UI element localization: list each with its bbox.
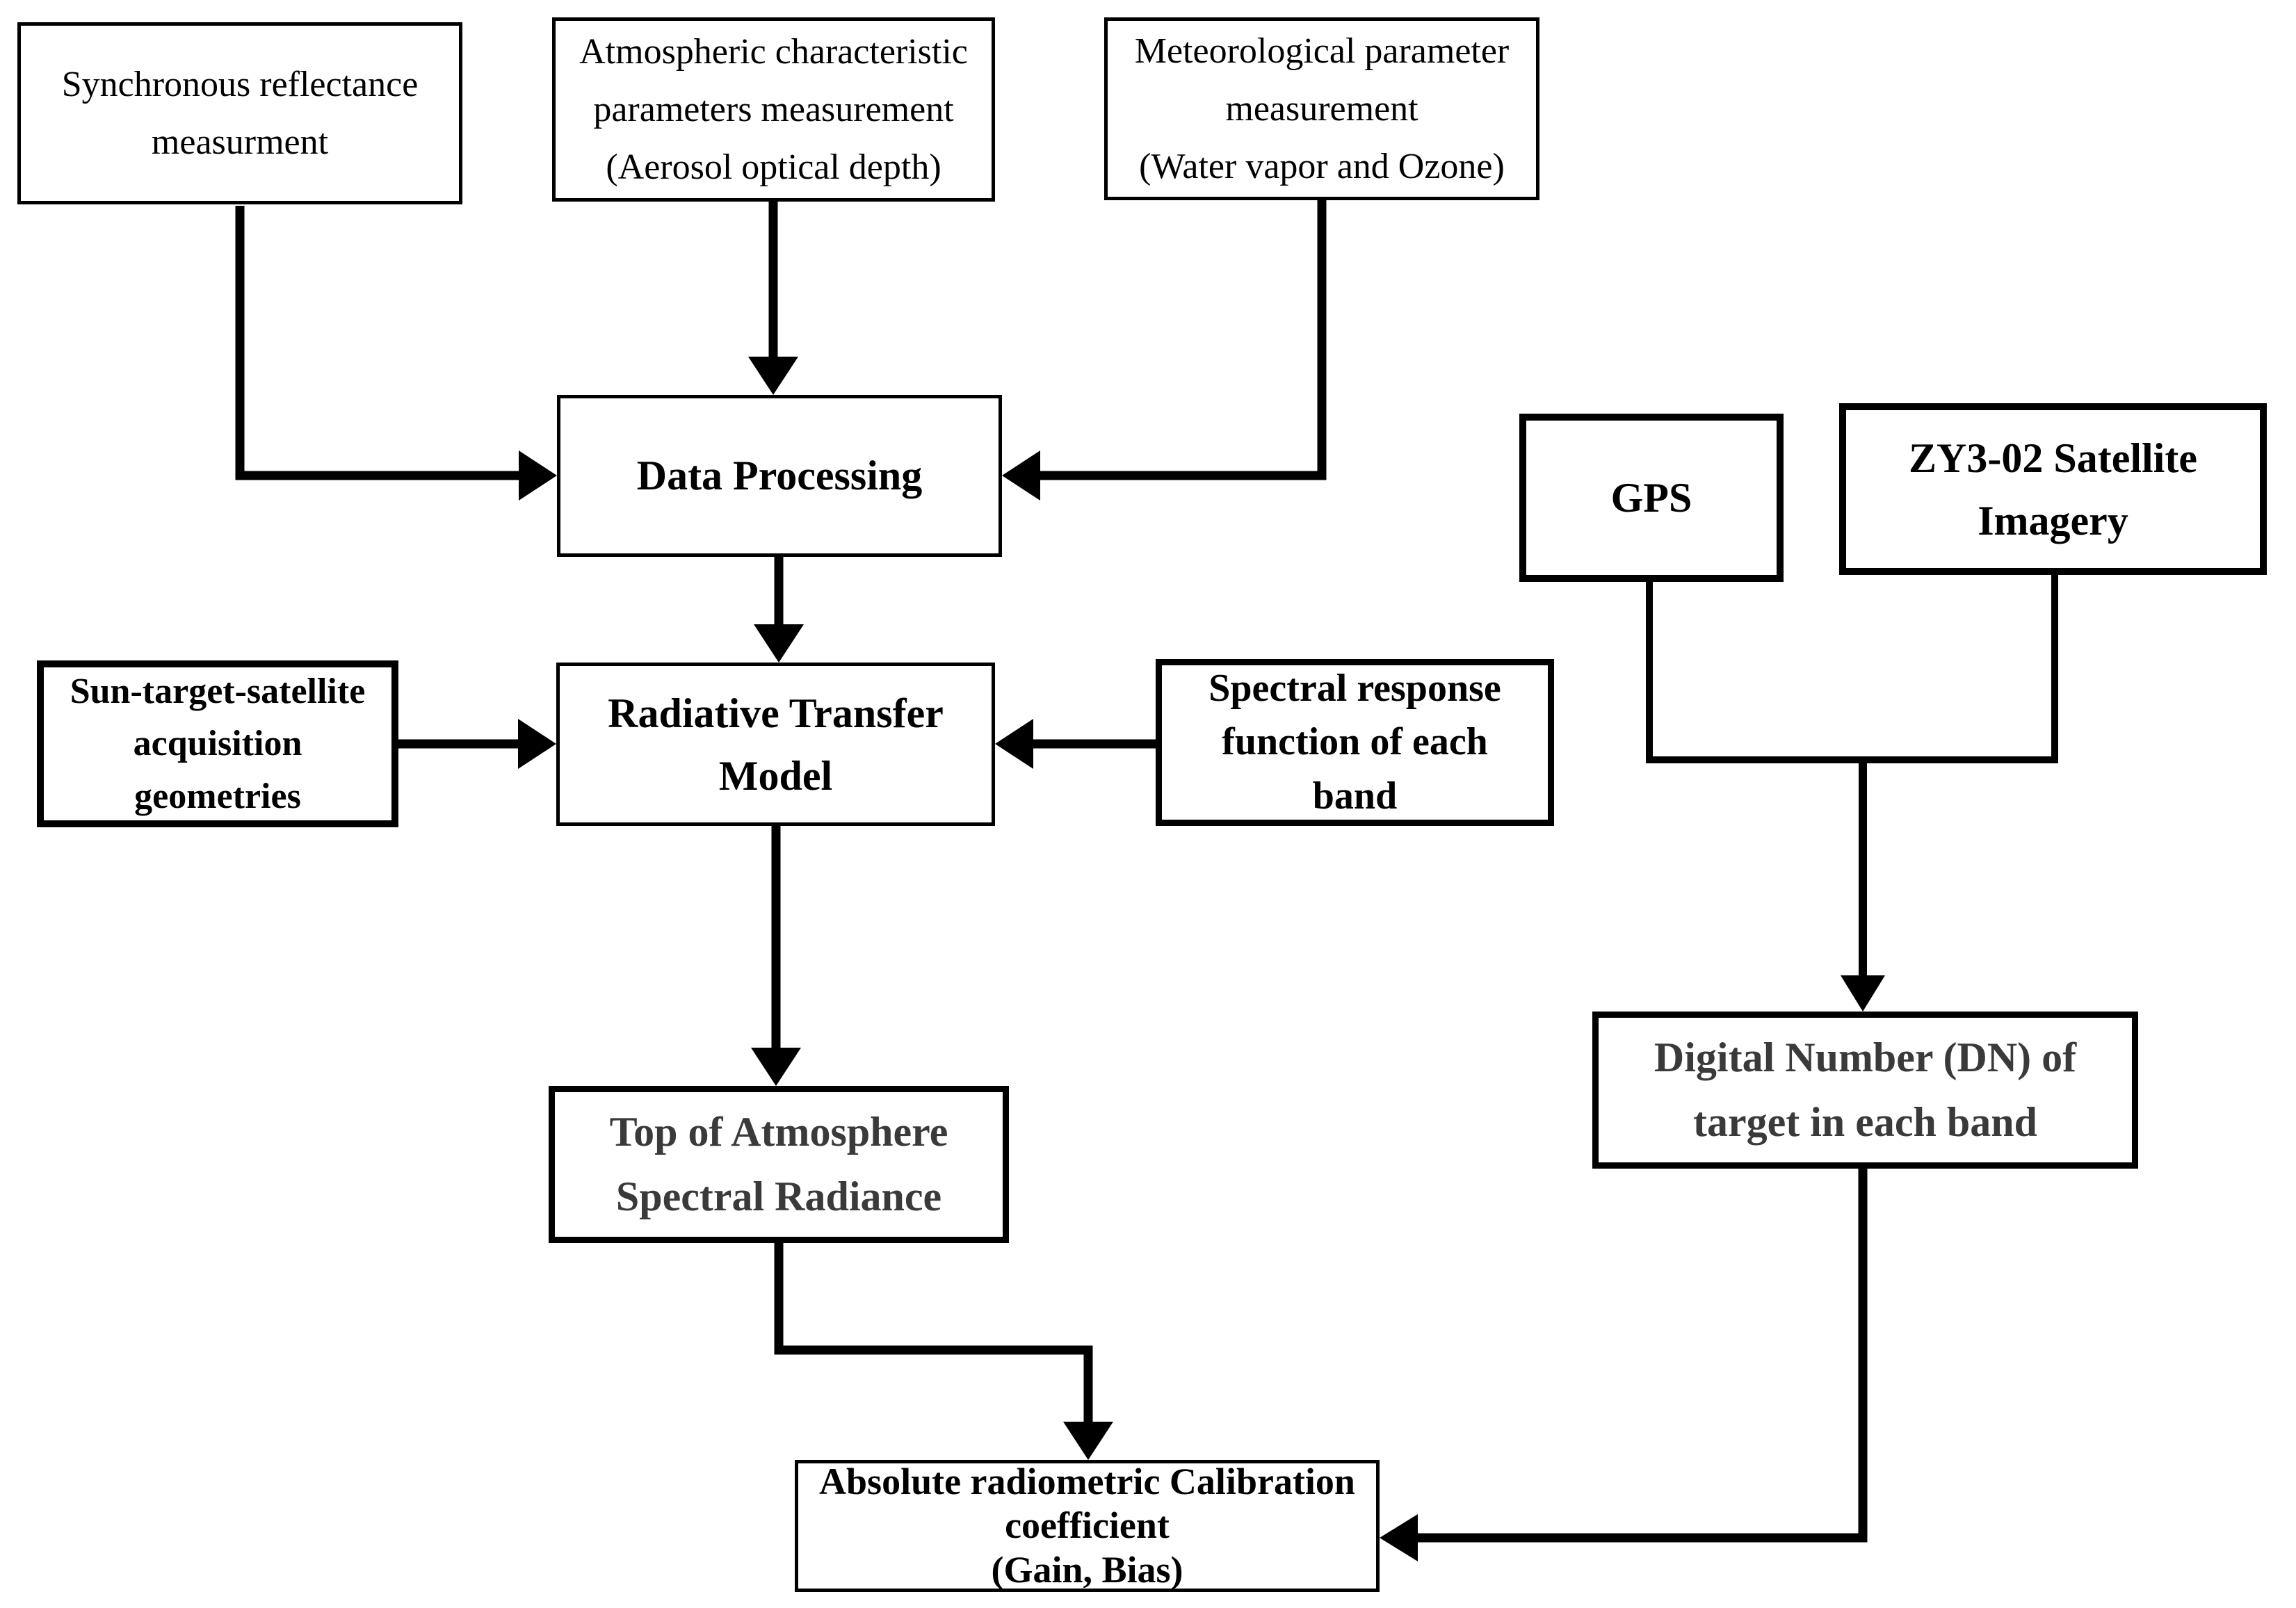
- box-meteorological-parameter-measurement: Meteorological parameter measurement (Wa…: [1104, 17, 1539, 200]
- box-synchronous-reflectance-measurment: Synchronous reflectance measurment: [17, 22, 462, 204]
- box-label: Sun-target-satellite acquisition geometr…: [70, 671, 366, 816]
- arrowhead: [751, 1048, 801, 1086]
- connector-gps-zy3-bracket: [1646, 574, 2058, 763]
- arrow-toa-to-arc: [774, 1242, 1093, 1423]
- box-sun-target-satellite-acquisition-geometries: Sun-target-satellite acquisition geometr…: [37, 660, 398, 827]
- arrowhead: [1063, 1422, 1113, 1460]
- box-zy3-02-satellite-imagery: ZY3-02 Satellite Imagery: [1839, 403, 2267, 575]
- box-label: Spectral response function of each band: [1208, 667, 1501, 818]
- box-atmospheric-characteristic-parameters-measurement: Atmospheric characteristic parameters me…: [552, 17, 995, 202]
- box-spectral-response-function-of-each-band: Spectral response function of each band: [1156, 659, 1554, 826]
- box-digital-number-of-target-in-each-band: Digital Number (DN) of target in each ba…: [1592, 1012, 2138, 1169]
- box-label: GPS: [1610, 474, 1692, 521]
- box-label: Synchronous reflectance measurment: [61, 64, 419, 162]
- arrowhead: [1841, 975, 1885, 1012]
- box-label: Meteorological parameter measurement (Wa…: [1134, 31, 1510, 187]
- box-radiative-transfer-model: Radiative Transfer Model: [556, 663, 995, 826]
- box-top-of-atmosphere-spectral-radiance: Top of Atmosphere Spectral Radiance: [549, 1086, 1009, 1243]
- box-label: Atmospheric characteristic parameters me…: [579, 31, 968, 188]
- arrow-meteo-to-data-processing: [1039, 199, 1327, 480]
- arrowhead: [518, 719, 556, 769]
- arrowhead: [995, 719, 1033, 769]
- arrow-sync-to-data-processing: [235, 206, 520, 480]
- box-data-processing: Data Processing: [557, 395, 1002, 557]
- arrow-dn-to-arc: [1416, 1167, 1868, 1543]
- box-label: Absolute radiometric Calibration coeffic…: [819, 1461, 1355, 1591]
- arrowhead: [1380, 1514, 1418, 1561]
- box-label: Top of Atmosphere Spectral Radiance: [609, 1109, 948, 1219]
- box-label: Data Processing: [636, 453, 923, 498]
- arrowhead: [748, 357, 798, 395]
- arrowhead: [1002, 450, 1040, 501]
- box-gps: GPS: [1519, 414, 1784, 582]
- box-label: Digital Number (DN) of target in each ba…: [1654, 1034, 2077, 1145]
- box-label: Radiative Transfer Model: [608, 690, 944, 799]
- arrowhead: [754, 624, 804, 663]
- box-absolute-radiometric-calibration-coefficient: Absolute radiometric Calibration coeffic…: [795, 1460, 1380, 1592]
- box-label: ZY3-02 Satellite Imagery: [1909, 435, 2197, 544]
- arrowhead: [519, 450, 557, 501]
